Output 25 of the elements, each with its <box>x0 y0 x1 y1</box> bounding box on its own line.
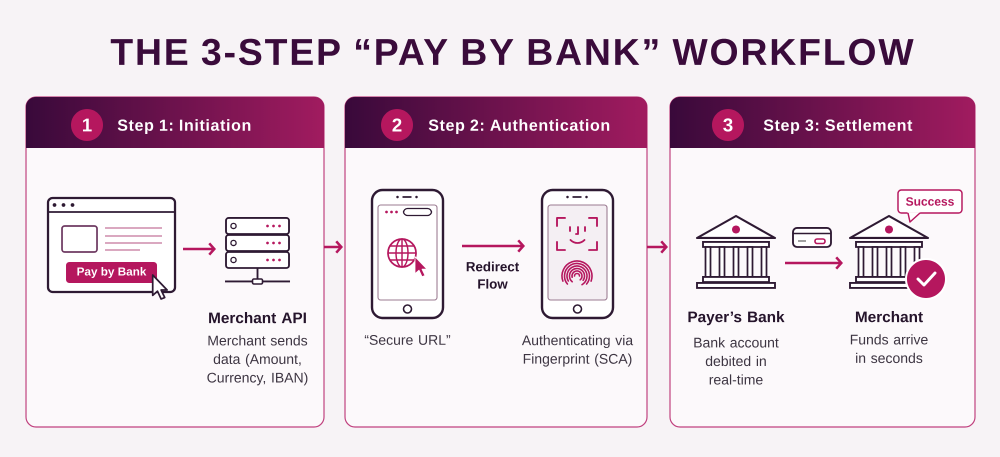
edge-label: Redirect Flow <box>463 260 522 290</box>
bank-icon <box>696 214 776 289</box>
number-badge: 1 <box>71 109 103 141</box>
caption-text: Authenticating via Fingerprint (SCA) <box>522 335 634 367</box>
number-badge: 2 <box>381 109 413 141</box>
arrow <box>785 256 843 270</box>
arrow <box>462 239 525 252</box>
heading: Step 3: Settlement <box>764 119 912 134</box>
speech-bubble: Success <box>897 189 963 223</box>
number-badge: 3 <box>712 109 744 141</box>
heading: Step 2: Authentication <box>428 119 610 134</box>
caption-heading: Merchant API <box>209 312 306 324</box>
title: THE 3-STEP “PAY BY BANK” WORKFLOW <box>110 38 914 66</box>
heading: Step 1: Initiation <box>118 119 250 134</box>
arrow <box>183 242 216 256</box>
caption-text: “Secure URL” <box>364 335 450 345</box>
button: Pay by Bank <box>66 262 158 283</box>
caption-heading: Payer’s Bank <box>688 311 785 326</box>
caption-heading: Merchant <box>856 311 923 322</box>
caption-text: Funds arrive in seconds <box>850 334 928 364</box>
caption-text: Merchant sends data (Amount, Currency, IBAN) <box>207 335 308 386</box>
arrow <box>647 240 668 254</box>
caption-text: Bank account debited in real-time <box>694 337 779 385</box>
server-icon <box>225 217 290 285</box>
arrow <box>324 240 343 254</box>
